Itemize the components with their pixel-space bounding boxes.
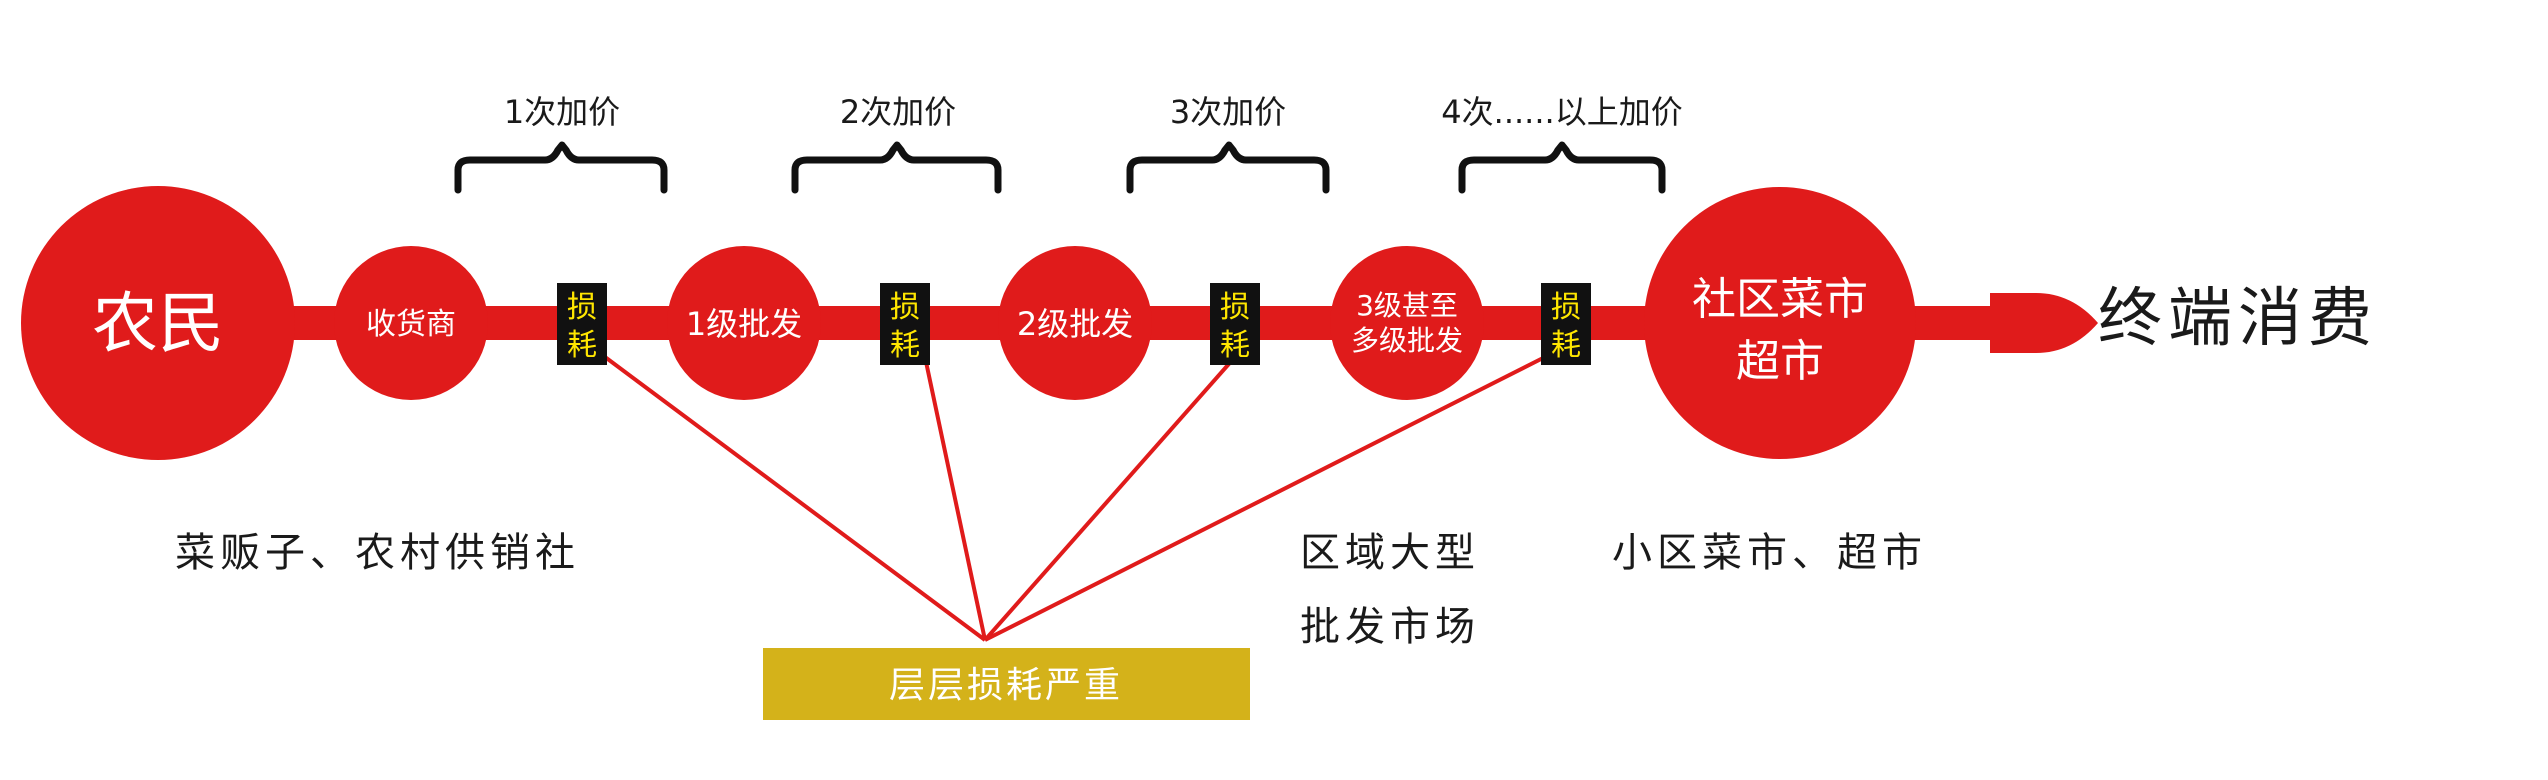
loss-line-2 <box>923 356 987 641</box>
arrow-head-icon <box>1990 293 2098 353</box>
node-wholesale-2: 2级批发 <box>998 246 1152 400</box>
node-wholesale-2-label: 2级批发 <box>1017 305 1133 343</box>
markup-label-2: 2次加价 <box>840 93 956 131</box>
loss-tag-1-line2: 耗 <box>567 328 597 363</box>
loss-tag-1-line1: 损 <box>567 290 597 325</box>
node-wholesale-3-label-line2: 多级批发 <box>1351 324 1463 357</box>
node-wholesale-1-label: 1级批发 <box>686 305 802 343</box>
loss-tag-4: 损 耗 <box>1541 283 1591 365</box>
node-community-label-line1: 社区菜市 <box>1692 274 1868 325</box>
node-receiver: 收货商 <box>334 246 488 400</box>
loss-tag-1: 损 耗 <box>557 283 607 365</box>
loss-line-4 <box>984 355 1546 642</box>
node-wholesale-3-label-line1: 3级甚至 <box>1356 289 1458 322</box>
markup-label-3: 3次加价 <box>1170 93 1286 131</box>
loss-line-1 <box>603 355 987 642</box>
loss-connector-lines <box>603 355 1546 642</box>
regional-note-line2: 批发市场 <box>1300 604 1480 650</box>
node-community: 社区菜市 超市 <box>1644 187 1916 459</box>
loss-tag-3-line2: 耗 <box>1220 328 1250 363</box>
summary-box-label: 层层损耗严重 <box>889 665 1123 706</box>
loss-tag-2-line2: 耗 <box>890 328 920 363</box>
node-farmer-label: 农民 <box>92 285 224 362</box>
end-label: 终端消费 <box>2098 282 2378 356</box>
brace-icon-2 <box>791 141 1002 194</box>
brace-icon-1 <box>454 141 668 194</box>
loss-tag-2: 损 耗 <box>880 283 930 365</box>
summary-box: 层层损耗严重 <box>763 648 1250 720</box>
node-farmer: 农民 <box>21 186 295 460</box>
node-wholesale-1: 1级批发 <box>667 246 821 400</box>
loss-line-3 <box>983 355 1237 642</box>
node-wholesale-3: 3级甚至 多级批发 <box>1330 246 1484 400</box>
loss-tag-4-line1: 损 <box>1551 290 1581 325</box>
markup-braces <box>454 141 1666 194</box>
regional-note-line1: 区域大型 <box>1300 530 1480 576</box>
node-community-label-line2: 超市 <box>1736 336 1824 387</box>
brace-icon-3 <box>1126 141 1330 194</box>
receiver-note: 菜贩子、农村供销社 <box>175 530 580 576</box>
markup-label-4: 4次......以上加价 <box>1441 93 1682 131</box>
brace-icon-4 <box>1458 141 1666 194</box>
node-receiver-label: 收货商 <box>366 307 456 342</box>
loss-tag-2-line1: 损 <box>890 290 920 325</box>
loss-tag-4-line2: 耗 <box>1551 328 1581 363</box>
loss-tag-3-line1: 损 <box>1220 290 1250 325</box>
markup-label-1: 1次加价 <box>504 93 620 131</box>
community-note: 小区菜市、超市 <box>1612 530 1927 576</box>
loss-tag-3: 损 耗 <box>1210 283 1260 365</box>
